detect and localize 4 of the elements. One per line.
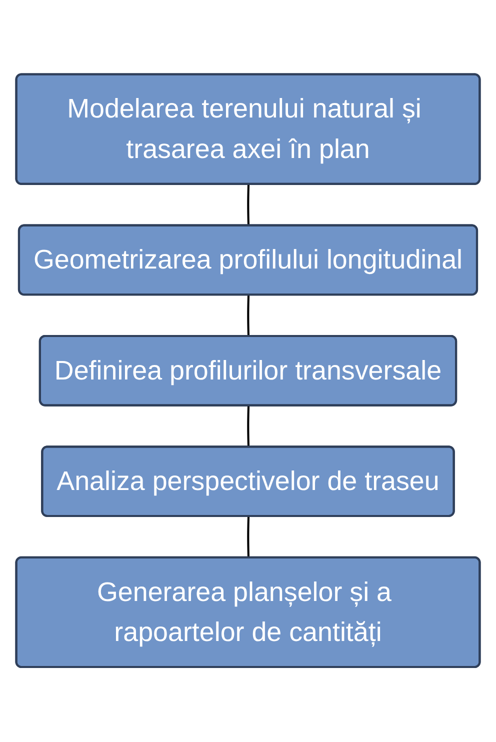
connector bbox=[247, 184, 250, 226]
connector bbox=[247, 516, 250, 558]
connector bbox=[247, 295, 250, 337]
connector bbox=[247, 406, 250, 448]
